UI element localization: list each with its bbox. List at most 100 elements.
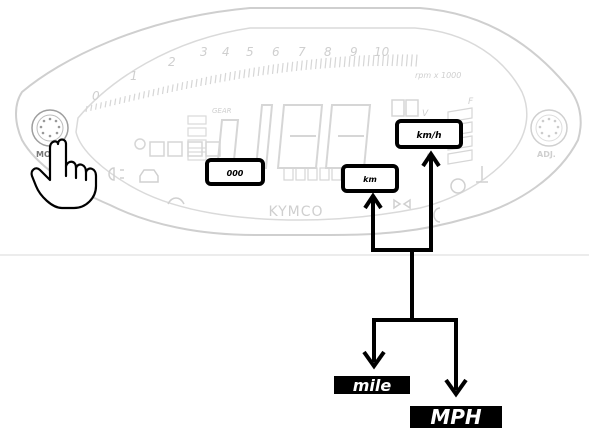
rpm-tick [381,54,385,67]
left-segment-block [187,115,207,161]
mile-output: mile [334,376,410,395]
rpm-tick [157,87,160,96]
rpm-tick [209,75,212,85]
rpm-tick [300,60,303,71]
rpm-tick [391,54,394,67]
rpm-tick [138,92,141,100]
rpm-tick [396,54,399,67]
rpm-tick [348,56,351,67]
rpm-tick [343,56,346,68]
rpm-label-5: 5 [246,45,254,59]
rpm-tick [176,83,179,92]
odo-mode-indicator-label: 000 [227,169,244,178]
rpm-tick [109,99,112,107]
rpm-label-2: 2 [168,55,176,69]
rpm-tick [224,72,227,82]
rpm-tick [305,59,308,71]
rpm-tick [362,55,365,67]
rpm-tick [90,104,93,111]
adj-button-label: ADJ. [537,150,556,159]
rpm-tick [310,59,313,70]
mph-output-label: MPH [430,405,482,429]
rpm-tick [181,82,184,90]
dashboard-outline [15,7,582,236]
highbeam-icon [433,207,441,223]
rpm-tick [267,65,270,75]
rpm-tick [248,68,251,78]
rpm-tick [161,86,165,95]
rpm-tick [104,100,107,108]
rpm-tick [324,57,327,69]
rpm-tick [410,54,413,67]
engine-check-icon [139,169,159,183]
clock-display [134,138,221,157]
rpm-label-1: 1 [130,69,138,83]
rpm-tick [204,76,208,86]
gear-label: GEAR [212,107,232,115]
rpm-bargraph [85,54,418,113]
rpm-tick [286,62,289,73]
rpm-tick [281,63,284,73]
rpm-tick [118,97,122,105]
rpm-tick [372,54,375,67]
rpm-tick [233,71,236,80]
temperature-icon [476,166,488,183]
rpm-tick [142,91,145,99]
parking-icon [450,178,466,194]
distance-unit-indicator: km [341,164,399,193]
rpm-tick [94,103,98,110]
abs-icon [167,197,185,205]
rpm-tick [405,54,409,67]
rpm-tick [85,105,88,113]
rpm-tick [262,65,265,76]
rpm-label-3: 3 [200,45,208,59]
mile-output-label: mile [353,376,392,395]
rpm-tick [238,70,241,80]
rpm-tick [147,90,150,98]
rpm-tick [190,79,193,88]
rpm-tick [123,96,126,103]
rpm-label-10: 10 [374,45,390,59]
pointing-hand-icon [30,138,98,210]
odometer-digits [283,167,342,181]
odo-mode-indicator: 000 [205,158,265,186]
rpm-tick [171,84,174,93]
adj-button[interactable] [530,109,568,147]
rpm-tick [257,66,260,76]
rpm-scale: 0 1 2 3 4 5 6 7 8 9 10 [92,45,390,103]
voltage-unit-label: V [422,109,429,119]
rpm-tick [252,67,255,77]
brand-logo: KYMCO [268,204,323,220]
rpm-tick [228,71,232,81]
mph-output: MPH [410,405,502,429]
rpm-label-6: 6 [272,45,280,59]
rpm-tick [314,58,318,70]
mode-button[interactable] [31,109,69,147]
rpm-tick [166,85,169,94]
rpm-label-7: 7 [298,45,306,59]
rpm-tick [271,64,275,74]
rpm-tick [367,55,370,67]
rpm-label-4: 4 [222,45,230,59]
rpm-tick [386,54,389,67]
rpm-tick [415,54,418,67]
rpm-tick [214,74,217,84]
rpm-tick [295,61,299,72]
rpm-tick [358,55,361,67]
rpm-tick [401,54,404,67]
conversion-arrows [362,150,468,398]
rpm-tick [291,61,294,72]
rpm-label-0: 0 [92,89,100,103]
rpm-tick [99,102,102,109]
rpm-tick [377,54,380,67]
turn-signal-icon [393,198,411,210]
voltage-display [391,99,419,117]
rpm-tick [200,77,203,87]
rpm-tick [219,73,222,83]
rpm-tick [128,94,131,102]
rpm-tick [114,98,117,106]
rpm-label-8: 8 [324,45,332,59]
rpm-tick [319,58,322,69]
speed-unit-indicator: km/h [395,119,463,149]
